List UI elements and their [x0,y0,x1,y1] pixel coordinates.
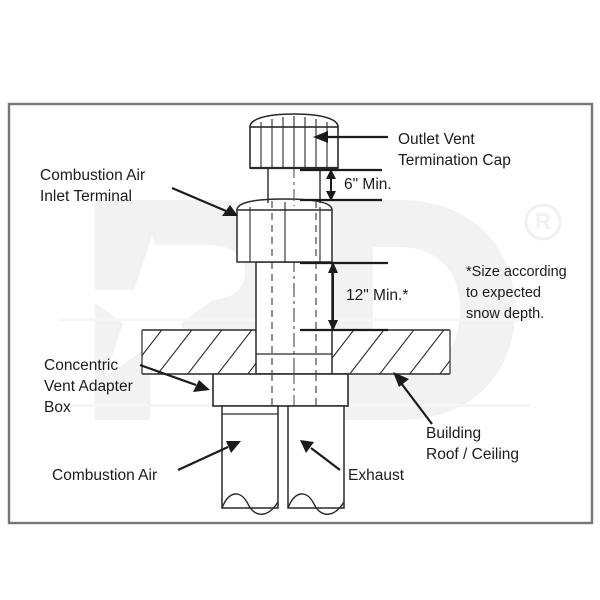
double-arrow-6in [326,169,336,201]
label-outlet-vent-cap-line1: Outlet Vent [398,131,475,148]
arrowhead-building-roof [393,372,409,387]
label-combustion-air-terminal-line1: Combustion Air [40,167,145,184]
leader-combustion-air [177,441,241,471]
label-concentric-box-line3: Box [44,399,71,416]
note-snow-depth-line2: to expected [466,285,541,301]
arrowhead-outlet-vent-cap [313,131,328,143]
label-combustion-air-terminal-line2: Inlet Terminal [40,188,132,205]
arrowhead-combustion-air [226,441,241,453]
arrowhead-combustion-air-terminal [222,205,238,216]
label-concentric-box-line1: Concentric [44,357,118,374]
svg-text:R: R [535,209,551,234]
dimension-12in-min: 12" Min.* [300,261,408,332]
double-arrow-12in [328,262,338,331]
concentric-vent-adapter-box [212,372,349,410]
label-outlet-vent-cap-line2: Termination Cap [398,152,511,169]
leader-combustion-air-terminal [171,186,238,216]
watermark-star [77,236,227,377]
leader-outlet-vent-cap [313,131,388,143]
upper-vent-stack [267,166,321,206]
figure-border [7,102,594,525]
label-building-roof-line1: Building [426,425,481,442]
dimension-12in-label: 12" Min.* [346,287,408,304]
leader-building-roof [393,372,433,425]
building-roof-slab [141,310,451,375]
watermark-registered-mark: R [524,203,562,241]
label-concentric-box-line2: Vent Adapter [44,378,133,395]
note-snow-depth-line1: *Size according [466,264,567,280]
leader-concentric-box [139,363,210,392]
dimension-6in-min: 6" Min. [300,168,392,202]
label-combustion-air: Combustion Air [52,467,157,484]
leader-exhaust [300,440,341,471]
arrowhead-exhaust [300,440,314,453]
label-exhaust: Exhaust [348,467,405,484]
combustion-air-inlet-terminal [236,198,333,263]
vent-pipe-riser [255,258,333,378]
lower-twin-pipes [221,405,345,515]
label-building-roof-line2: Roof / Ceiling [426,446,519,463]
note-snow-depth-line3: snow depth. [466,306,544,322]
outlet-vent-termination-cap [249,113,339,170]
arrowhead-concentric-box [193,380,210,392]
dimension-6in-label: 6" Min. [344,176,392,193]
